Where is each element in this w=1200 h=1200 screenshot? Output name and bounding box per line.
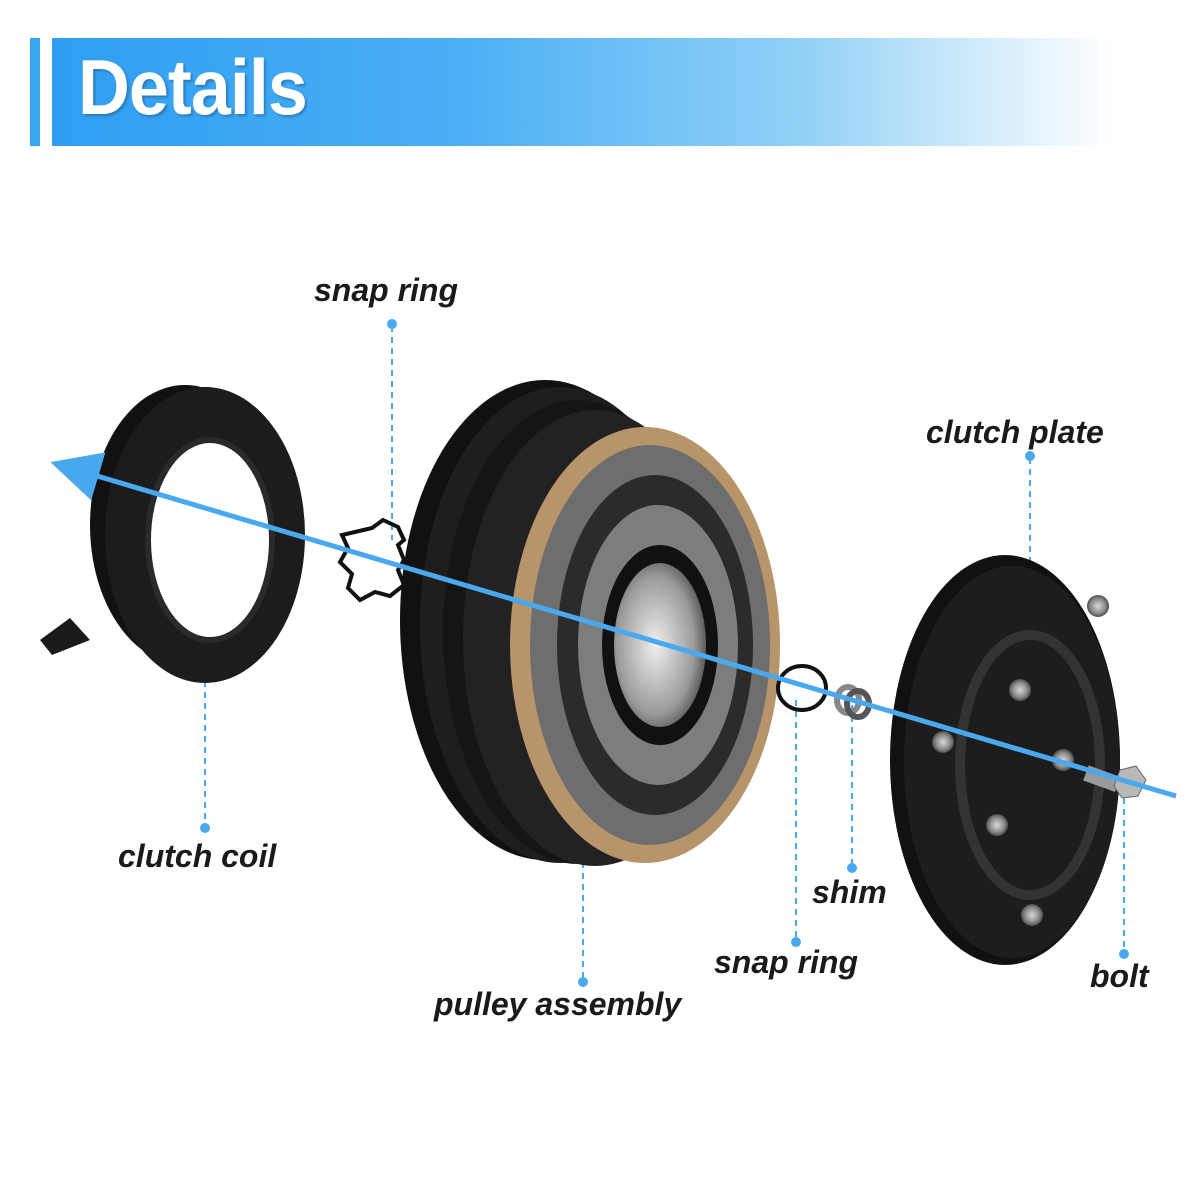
label-pulley-assembly: pulley assembly [434, 986, 682, 1022]
label-bolt: bolt [1090, 958, 1149, 994]
label-shim: shim [812, 874, 887, 910]
label-snap-ring-top: snap ring [314, 272, 459, 308]
pulley-assembly-part [400, 380, 780, 866]
snap-ring-bottom-part [776, 664, 828, 712]
clutch-plate-part [890, 555, 1120, 965]
clutch-coil-part [40, 385, 305, 683]
page-title: Details [78, 43, 308, 131]
snap-ring-top-part [337, 517, 407, 603]
label-clutch-plate: clutch plate [926, 414, 1104, 450]
header-banner [52, 38, 1112, 146]
banner-accent-bar [30, 38, 40, 146]
leader-dots [200, 319, 1129, 987]
label-clutch-coil: clutch coil [118, 838, 277, 874]
label-snap-ring-bottom: snap ring [714, 944, 859, 980]
assembly-axis [50, 452, 1177, 799]
leader-lines [204, 326, 1125, 980]
